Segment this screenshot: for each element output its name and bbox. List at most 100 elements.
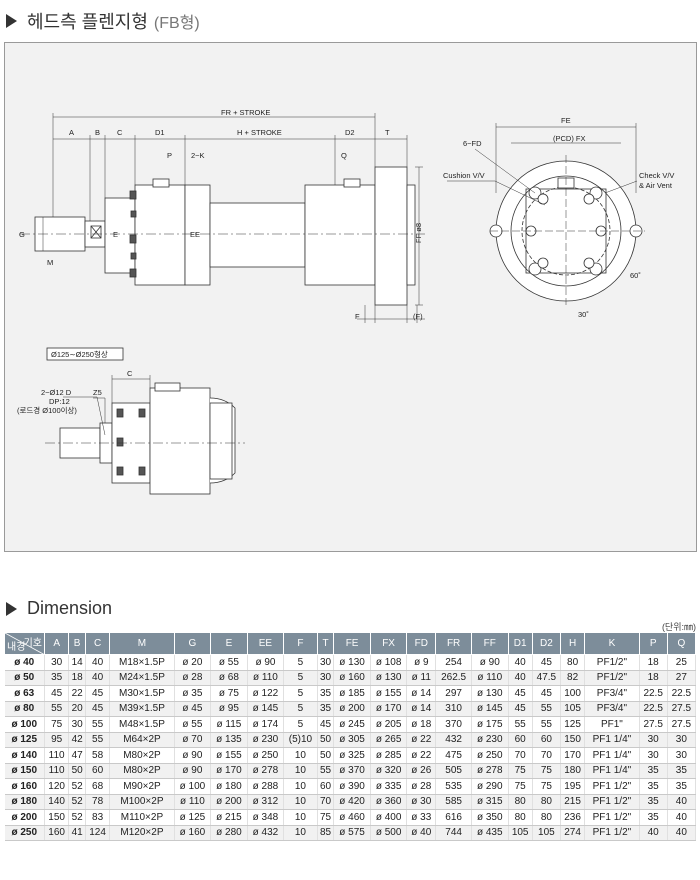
value-cell: 41 [68, 825, 86, 841]
value-cell: 110 [44, 763, 70, 779]
value-cell: ø 200 [333, 701, 371, 717]
value-cell: 215 [560, 794, 586, 810]
corner-top-label: 기호 [23, 638, 42, 649]
value-cell: ø 110 [247, 670, 285, 686]
label-EE: EE [190, 230, 200, 239]
value-cell: M24×1.5P [109, 670, 175, 686]
label-FF: FF ø8 [414, 223, 423, 243]
value-cell: 60 [508, 732, 533, 748]
rear-flange [374, 166, 408, 306]
bore-cell: ø 150 [4, 763, 45, 779]
value-cell: 22.5 [639, 701, 668, 717]
value-cell: 80 [508, 809, 533, 826]
value-cell: ø 180 [210, 778, 248, 795]
value-cell: ø 122 [247, 685, 285, 702]
range-label-box [46, 347, 124, 361]
value-cell: 170 [560, 747, 586, 764]
value-cell: 5 [283, 701, 318, 717]
value-cell: 254 [435, 654, 472, 671]
value-cell: 40 [639, 825, 668, 841]
value-cell: ø 185 [333, 685, 371, 702]
value-cell: ø 215 [210, 809, 248, 826]
label-check-vv: Check V/V [639, 171, 674, 180]
value-cell: 58 [85, 747, 111, 764]
flange-front-view [489, 155, 645, 305]
value-cell: ø 500 [370, 825, 408, 841]
lower-partial-view [45, 382, 245, 495]
value-cell: PF1 1/4" [584, 732, 640, 748]
value-cell: 310 [435, 701, 472, 717]
value-cell: 50 [317, 747, 335, 764]
value-cell: 35 [44, 670, 70, 686]
value-cell: ø 130 [370, 670, 408, 686]
value-cell: 30 [639, 732, 668, 748]
label-D1: D1 [155, 128, 165, 137]
value-cell: 35 [639, 763, 668, 779]
value-cell: ø 108 [370, 654, 408, 671]
value-cell: 150 [560, 732, 586, 748]
value-cell: 10 [283, 794, 318, 810]
value-cell: ø 245 [333, 716, 371, 733]
bore-cell: ø 63 [4, 685, 45, 702]
value-cell: M39×1.5P [109, 701, 175, 717]
label-angle-60: 60˚ [630, 271, 641, 280]
bore-cell: ø 180 [4, 794, 45, 810]
value-cell: 35 [667, 763, 697, 779]
value-cell: 55 [532, 701, 561, 717]
technical-drawing: A B C D1 D2 T FR + STROKE H + STROKE P 2… [17, 108, 674, 495]
value-cell: 45 [317, 716, 335, 733]
value-cell: 30 [317, 670, 335, 686]
value-cell: 5 [283, 716, 318, 733]
label-G: G [19, 230, 25, 239]
value-cell: 25 [667, 654, 697, 671]
value-cell: ø 200 [210, 794, 248, 810]
value-cell: M80×2P [109, 763, 175, 779]
value-cell: 80 [532, 809, 561, 826]
column-header-fd: FD [406, 632, 437, 655]
value-cell: ø 575 [333, 825, 371, 841]
value-cell: ø 55 [210, 654, 248, 671]
column-header-a: A [43, 632, 70, 655]
value-cell: 80 [508, 794, 533, 810]
label-M: M [47, 258, 53, 267]
value-cell: ø 90 [471, 654, 509, 671]
value-cell: ø 315 [471, 794, 509, 810]
label-Q: Q [341, 151, 347, 160]
column-header-e: E [210, 632, 248, 655]
value-cell: 75 [508, 778, 533, 795]
value-cell: 100 [560, 685, 586, 702]
value-cell: 75 [44, 716, 70, 733]
column-header-g: G [173, 632, 212, 655]
value-cell: 10 [283, 809, 318, 826]
value-cell: 45 [508, 685, 533, 702]
value-cell: 45 [44, 685, 70, 702]
value-cell: 42 [68, 732, 86, 748]
value-cell: 10 [283, 763, 318, 779]
value-cell: ø 26 [406, 763, 437, 779]
corner-diagonal [5, 633, 45, 655]
value-cell: 55 [317, 763, 335, 779]
value-cell: ø 175 [471, 716, 509, 733]
value-cell: ø 115 [210, 716, 248, 733]
value-cell: ø 160 [174, 825, 212, 841]
value-cell: 160 [44, 825, 70, 841]
value-cell: 35 [667, 778, 697, 795]
value-cell: 105 [560, 701, 586, 717]
value-cell: ø 90 [174, 747, 212, 764]
value-cell: ø 170 [370, 701, 408, 717]
value-cell: ø 33 [406, 809, 437, 826]
value-cell: 505 [435, 763, 472, 779]
value-cell: 30 [68, 716, 86, 733]
value-cell: 80 [532, 794, 561, 810]
label-2K: 2−K [191, 151, 205, 160]
value-cell: (5)10 [283, 732, 318, 748]
value-cell: ø 125 [174, 809, 212, 826]
value-cell: 180 [560, 763, 586, 779]
value-cell: ø 160 [333, 670, 371, 686]
value-cell: M18×1.5P [109, 654, 175, 671]
value-cell: 52 [68, 809, 86, 826]
value-cell: ø 70 [174, 732, 212, 748]
